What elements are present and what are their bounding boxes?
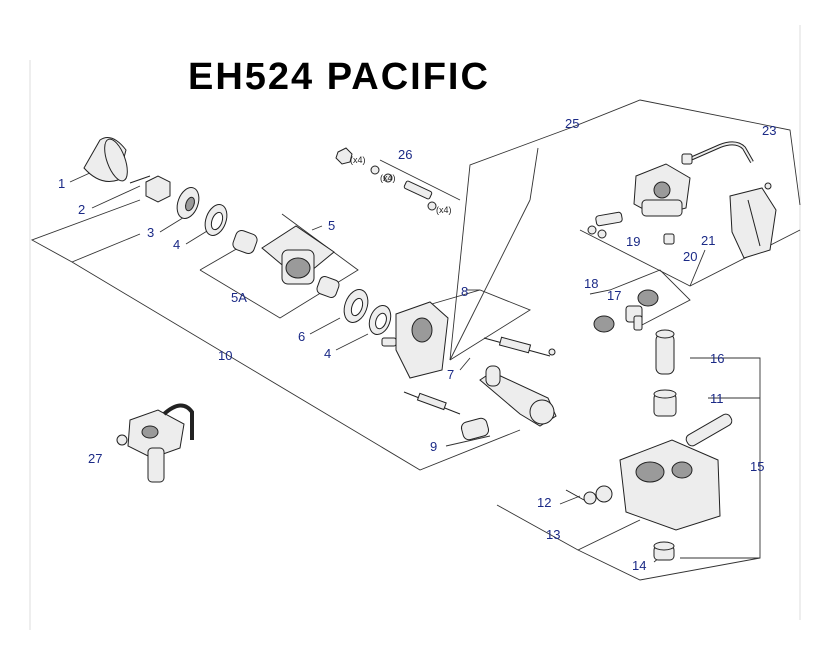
part-17-18-springs xyxy=(593,289,659,333)
callout-6: 6 xyxy=(298,329,305,344)
part-6-seal xyxy=(343,289,369,323)
page-border xyxy=(29,25,801,630)
callout-20: 20 xyxy=(683,249,697,264)
part-5a-bushing xyxy=(232,230,258,254)
callout-27: 27 xyxy=(88,451,102,466)
callout-14: 14 xyxy=(632,558,646,573)
callout-16: 16 xyxy=(710,351,724,366)
part-20-fitting xyxy=(663,233,675,245)
callout-18: 18 xyxy=(584,276,598,291)
part-6-bushing-small xyxy=(316,276,340,298)
callout-13: 13 xyxy=(546,527,560,542)
part-mounting-bracket xyxy=(729,182,777,259)
part-23-pipe xyxy=(681,141,754,165)
quantity-labels: (x4) (x4) (x4) xyxy=(350,155,452,215)
callout-21: 21 xyxy=(701,233,715,248)
leader-lines xyxy=(30,99,801,581)
part-link-rod xyxy=(403,391,461,415)
part-5-bearing-housing xyxy=(261,225,335,285)
part-11-cup xyxy=(653,389,677,417)
callout-11: 11 xyxy=(710,391,724,406)
part-16-plunger xyxy=(655,329,675,375)
callout-12: 12 xyxy=(537,495,551,510)
part-4-ring-upper xyxy=(204,204,228,236)
part-nut xyxy=(145,175,171,203)
part-1-cone-cover xyxy=(83,137,128,182)
part-21-valve-body xyxy=(633,163,691,217)
callout-23: 23 xyxy=(762,123,776,138)
callout-4-upper: 4 xyxy=(173,237,180,252)
part-19-fittings xyxy=(587,211,623,239)
part-14-cap xyxy=(653,541,675,561)
callout-2: 2 xyxy=(78,202,85,217)
part-4-ring-lower xyxy=(368,304,392,336)
callout-10: 10 xyxy=(218,348,232,363)
callout-26: 26 xyxy=(398,147,412,162)
callout-1: 1 xyxy=(58,176,65,191)
callout-labels: 1 2 3 4 5 5A 6 4 7 8 9 10 11 12 13 14 15… xyxy=(58,116,776,573)
callout-19: 19 xyxy=(626,234,640,249)
qty-label-nut: (x4) xyxy=(350,155,366,165)
callout-5a: 5A xyxy=(231,290,247,305)
diagram-title: EH524 PACIFIC xyxy=(188,56,490,98)
callout-17: 17 xyxy=(607,288,621,303)
part-9-lever-arm xyxy=(460,365,557,441)
callout-7: 7 xyxy=(447,367,454,382)
qty-label-washer: (x4) xyxy=(380,173,396,183)
callout-25: 25 xyxy=(565,116,579,131)
part-2-pin xyxy=(129,175,151,184)
callout-3: 3 xyxy=(147,225,154,240)
part-13-pump-body xyxy=(619,413,733,531)
callout-8: 8 xyxy=(461,284,468,299)
qty-label-bolt: (x4) xyxy=(436,205,452,215)
callout-5: 5 xyxy=(328,218,335,233)
callout-15: 15 xyxy=(750,459,764,474)
callout-9: 9 xyxy=(430,439,437,454)
part-27-pump-assembly xyxy=(116,403,194,483)
part-7-rod xyxy=(483,336,556,357)
callout-4-lower: 4 xyxy=(324,346,331,361)
part-12-fitting xyxy=(565,485,613,505)
part-26-bolt-set xyxy=(335,147,437,211)
part-3-washer xyxy=(176,187,200,219)
part-8-support-bracket xyxy=(381,301,449,379)
